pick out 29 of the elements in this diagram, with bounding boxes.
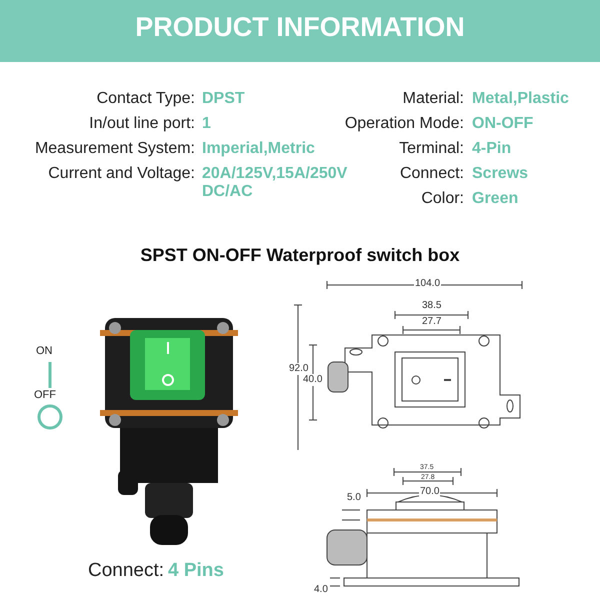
spec-name: Current and Voltage: [47,165,195,184]
switch-state-label: ON [36,345,52,358]
spec-name: In/out line port: [88,115,195,134]
spec-value: 1 [202,115,211,134]
spec-value: Screws [472,165,528,184]
spec-name: Material: [402,90,464,108]
dimension-label: 40.0 [302,374,324,386]
spec-name: Measurement System: [34,140,195,158]
spec-value: ON-OFF [472,115,534,134]
spec-value: DPST [202,90,245,108]
spec-name: Operation Mode: [344,115,464,134]
dimension-label: 5.0 [346,492,362,504]
section-heading: SPST ON-OFF Waterproof switch box [139,245,461,266]
dimension-label: 92.0 [288,363,310,374]
page-title: PRODUCT INFORMATION [134,12,466,43]
dimension-label: 104.0 [414,278,442,290]
spec-value: Metal,Plastic [472,90,569,108]
spec-value: 20A/125V,15A/250V DC/AC [202,165,348,202]
spec-value: Green [472,190,518,208]
spec-value: Imperial,Metric [202,140,315,158]
spec-value: 4-Pin [472,140,512,158]
dimension-label: 4.0 [313,584,329,596]
connect-value: 4 Pins [168,560,224,582]
dimension-label: 70.0 [419,486,440,498]
switch-state-label: OFF [34,389,56,402]
spec-name: Contact Type: [96,90,195,108]
connect-label: Connect: [88,560,164,582]
spec-name: Color: [420,190,464,208]
dimension-label: 38.5 [421,300,442,312]
